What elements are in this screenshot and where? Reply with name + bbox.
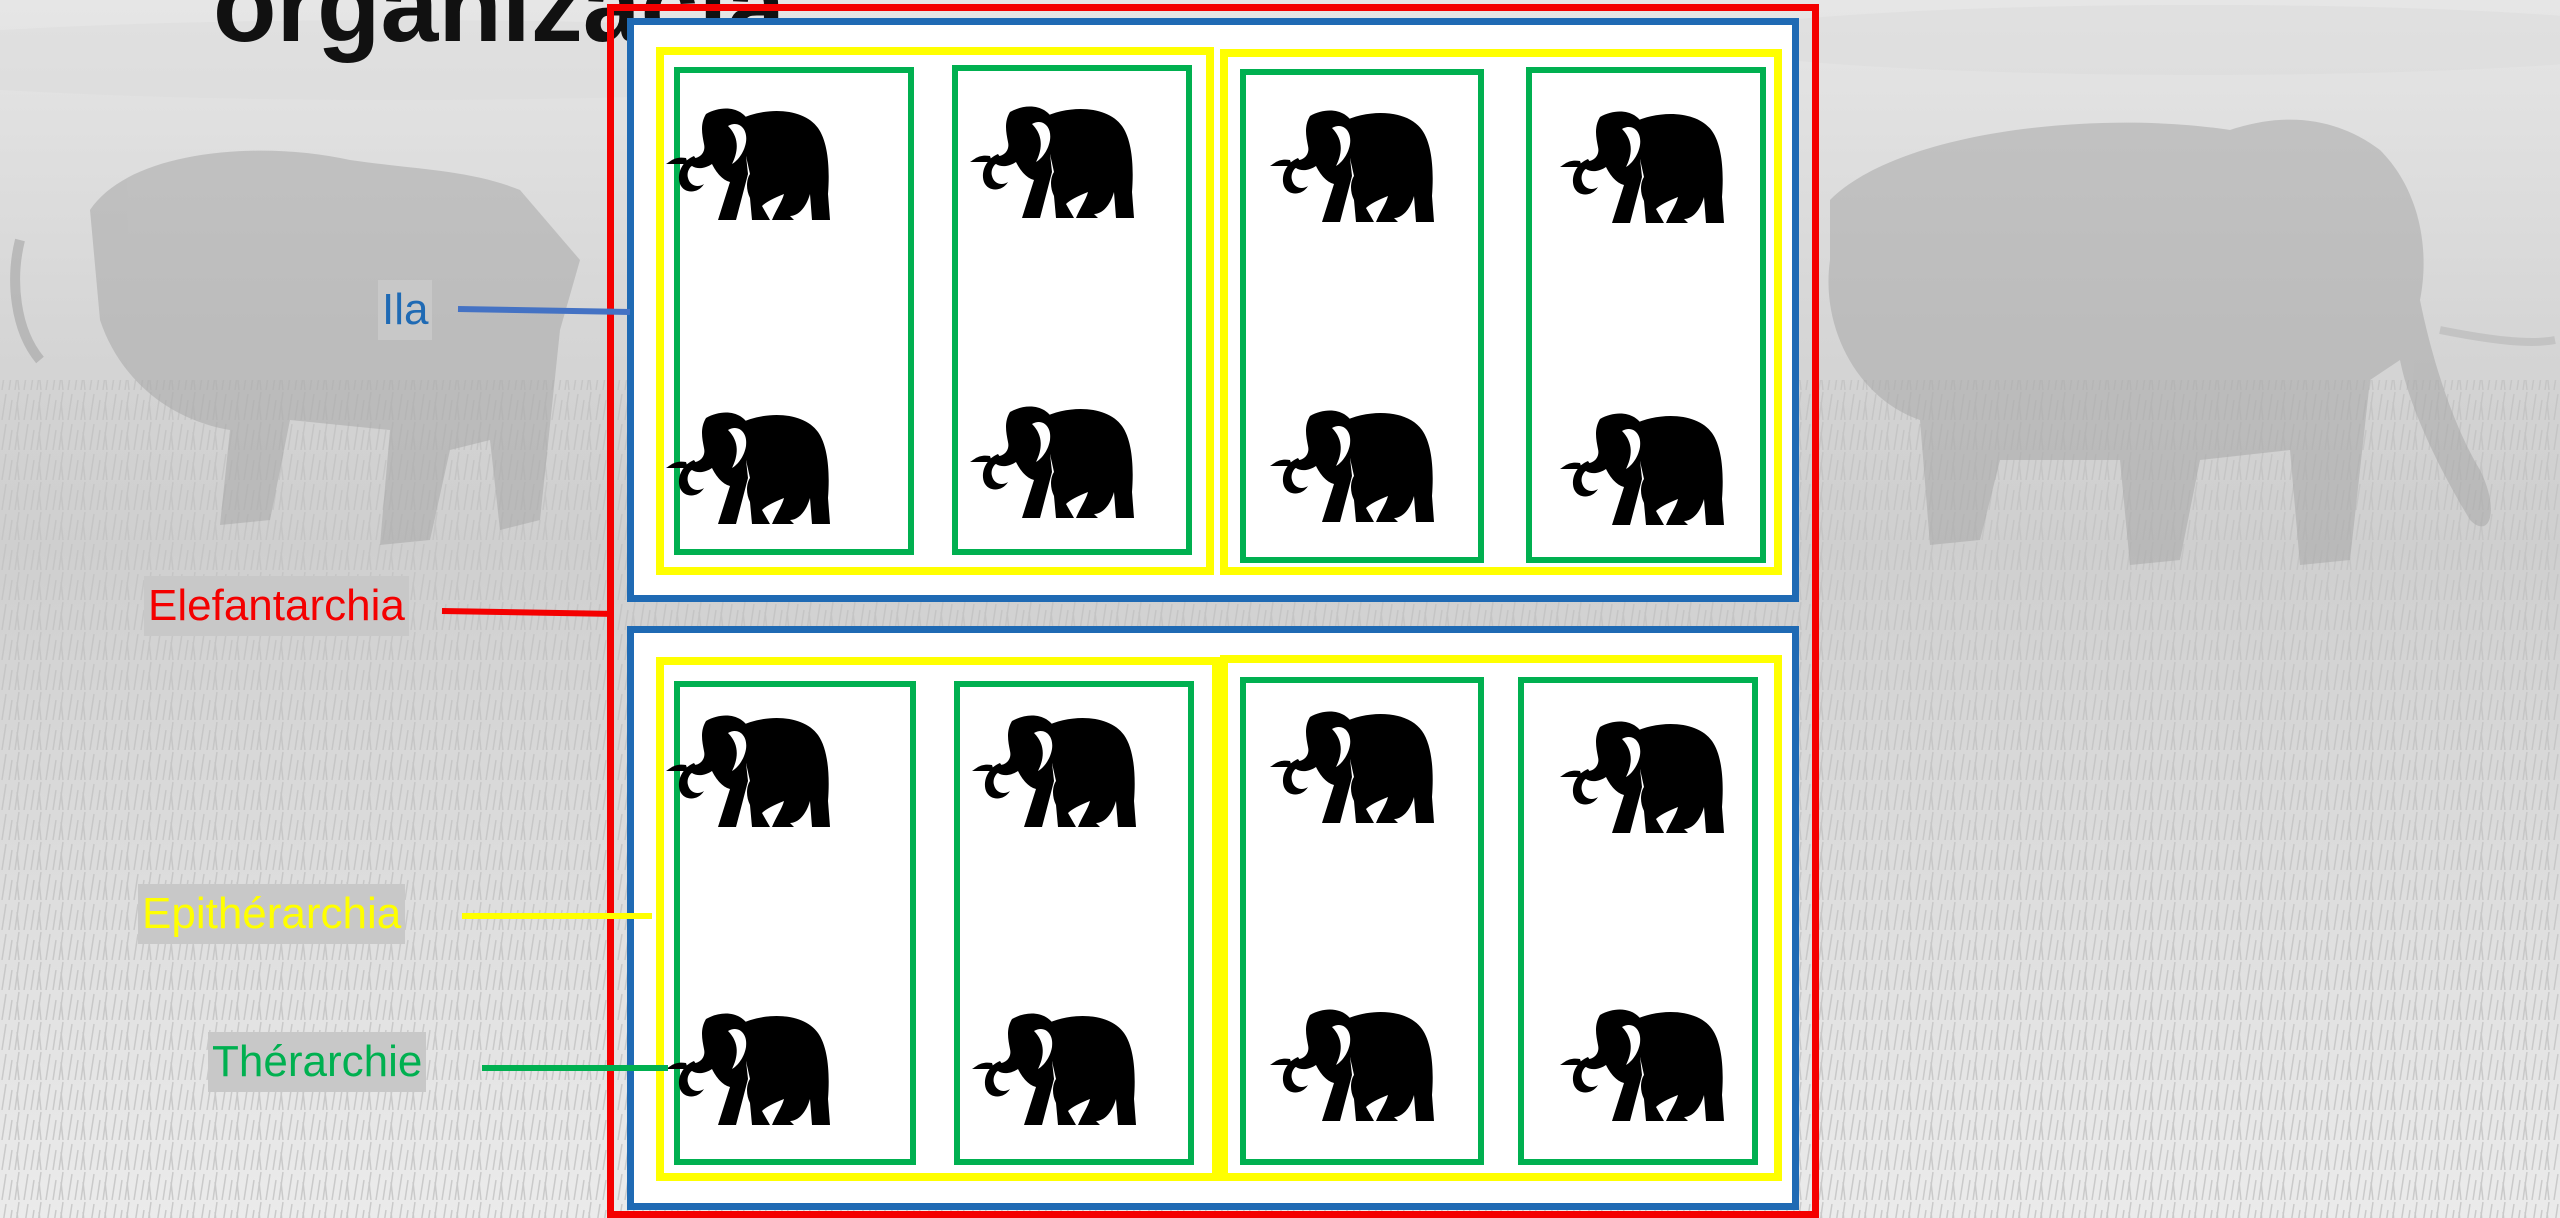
epitherarchia-box xyxy=(1220,655,1782,1181)
elephant-icon xyxy=(666,705,836,835)
elephant-icon xyxy=(1270,100,1440,230)
epitherarchia-box xyxy=(1220,49,1782,575)
therarchie-label: Thérarchie xyxy=(208,1032,426,1092)
elefantarchia-label: Elefantarchia xyxy=(144,576,409,636)
elephant-icon xyxy=(972,705,1142,835)
elephant-icon xyxy=(972,1003,1142,1133)
elephant-icon xyxy=(1560,101,1730,231)
ila-box xyxy=(627,18,1799,602)
elephant-icon xyxy=(1560,999,1730,1129)
elephant-icon xyxy=(1560,711,1730,841)
elephant-icon xyxy=(666,1003,836,1133)
epitherarchia-label: Epithérarchia xyxy=(138,884,405,944)
ila-label: Ila xyxy=(378,280,432,340)
therarchie-connector xyxy=(482,1065,668,1071)
therarchie-box xyxy=(1240,69,1484,563)
epitherarchia-connector xyxy=(462,913,652,919)
therarchie-box xyxy=(1518,677,1758,1165)
elephant-icon xyxy=(970,396,1140,526)
elephant-icon xyxy=(1560,403,1730,533)
elephant-icon xyxy=(1270,400,1440,530)
therarchie-box xyxy=(1526,67,1766,563)
therarchie-box xyxy=(952,65,1192,555)
elephant-icon xyxy=(666,402,836,532)
elephant-icon xyxy=(970,96,1140,226)
therarchie-box xyxy=(1240,677,1484,1165)
elephant-icon xyxy=(1270,701,1440,831)
therarchie-box xyxy=(674,681,916,1165)
ila-box xyxy=(627,626,1799,1210)
elephant-icon xyxy=(666,98,836,228)
elephant-icon xyxy=(1270,999,1440,1129)
therarchie-box xyxy=(674,67,914,555)
epitherarchia-box xyxy=(656,47,1214,575)
epitherarchia-box xyxy=(656,657,1220,1181)
therarchie-box xyxy=(954,681,1194,1165)
